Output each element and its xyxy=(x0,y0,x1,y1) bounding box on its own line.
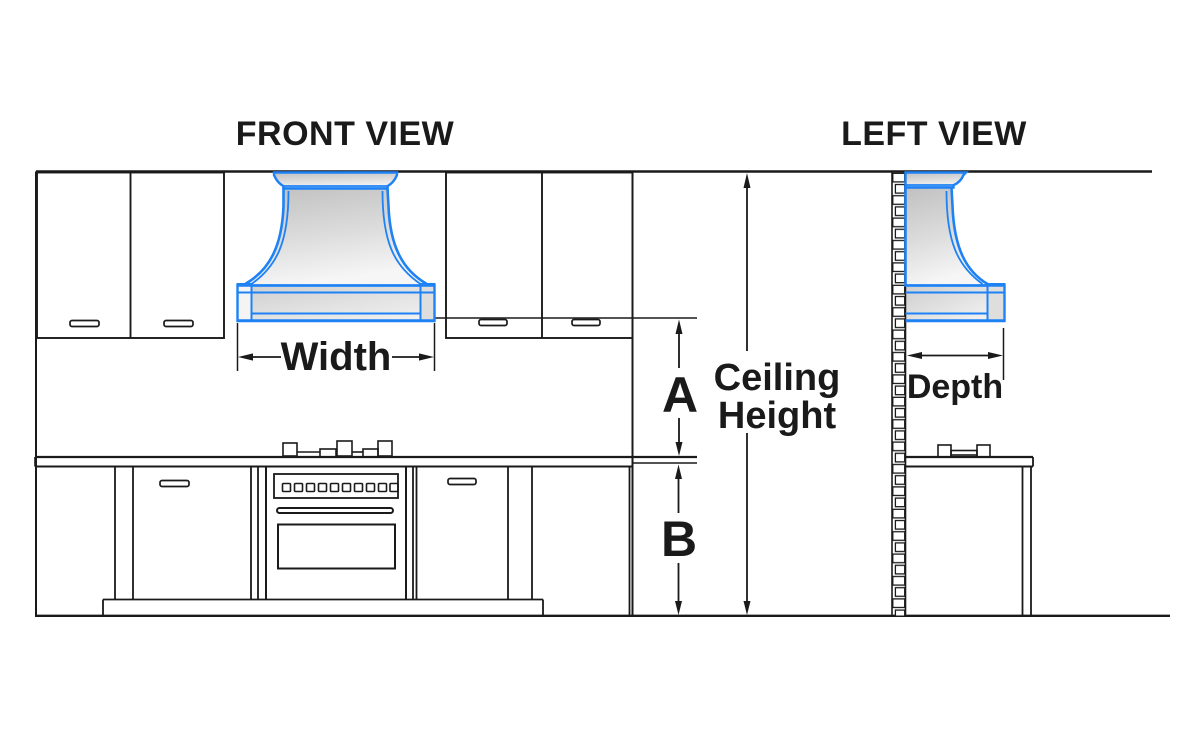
range-knob xyxy=(365,482,376,493)
arrowhead-left xyxy=(907,352,922,359)
depth-label: Depth xyxy=(907,368,1003,406)
wall-hatch xyxy=(892,172,906,616)
hood-left-post-fill xyxy=(237,285,252,322)
cabinet-handle xyxy=(159,479,190,488)
arrowhead-right xyxy=(419,353,434,361)
range-knob xyxy=(389,482,399,493)
oven-handle xyxy=(276,507,394,514)
arrowhead-right xyxy=(988,352,1003,359)
countertop-front xyxy=(34,455,697,468)
hood-neck xyxy=(244,187,428,287)
cabinet-handle xyxy=(478,318,508,327)
base-cabinet-handles xyxy=(159,477,477,488)
base-cabinets-front xyxy=(102,466,631,616)
hood-side-bottom-box xyxy=(905,283,1006,323)
arrowhead-left xyxy=(238,353,253,361)
range-front xyxy=(265,440,407,600)
range-hood-front xyxy=(236,171,436,323)
hood-bottom-box xyxy=(236,283,436,323)
burner-grate xyxy=(937,444,952,458)
range-knobs xyxy=(281,482,399,493)
wall-cabinet-right-block xyxy=(445,171,634,339)
range-knob xyxy=(329,482,340,493)
hood-side-front-cap-fill xyxy=(987,285,1005,322)
dimension-width: Width xyxy=(236,323,436,379)
range-knob xyxy=(353,482,364,493)
cooktop-burner-side xyxy=(937,444,991,458)
arrowhead-down xyxy=(675,601,682,615)
wall-cabinets-front xyxy=(36,171,634,339)
arrowhead-up xyxy=(743,173,751,188)
range-knob xyxy=(281,482,292,493)
cabinet-handle xyxy=(571,318,601,327)
arrowhead-down xyxy=(743,601,751,615)
oven-door-window xyxy=(277,523,396,570)
cabinet-handle xyxy=(163,319,194,328)
b-label: B xyxy=(661,511,697,567)
dimension-depth: Depth xyxy=(907,328,1005,406)
range-knob xyxy=(293,482,304,493)
range-knob xyxy=(377,482,388,493)
wall-section-left-view xyxy=(891,172,907,616)
range-knob xyxy=(305,482,316,493)
cabinet-handle xyxy=(447,477,477,486)
left-view-title: LEFT VIEW xyxy=(841,115,1027,153)
arrowhead-down xyxy=(675,442,683,456)
burner-grate xyxy=(976,444,991,458)
ceiling-height-label-line2: Height xyxy=(718,395,837,437)
dimension-a: A xyxy=(662,319,698,456)
burner-grate xyxy=(377,440,393,457)
hood-neck-inner-curve-right xyxy=(381,190,422,285)
cabinet-handle xyxy=(69,319,100,328)
hood-neck-side-inner-curve xyxy=(945,190,984,285)
burner-grate xyxy=(282,442,298,457)
dimension-b: B xyxy=(661,464,697,615)
range-knob xyxy=(317,482,328,493)
dimension-ceiling-height: Ceiling Height xyxy=(714,173,841,615)
burner-grate xyxy=(319,448,337,458)
cooktop-burners xyxy=(282,440,393,458)
range-knob xyxy=(341,482,352,493)
base-cabinet-left-view xyxy=(905,444,1034,616)
wall-cabinet-handles xyxy=(69,318,601,328)
range-control-panel xyxy=(273,473,399,499)
burner-bar xyxy=(950,449,978,456)
burner-grate xyxy=(336,440,353,457)
burner-grate xyxy=(362,448,379,458)
hood-right-post-fill xyxy=(420,285,435,322)
front-view-title: FRONT VIEW xyxy=(236,115,455,153)
range-hood-left xyxy=(904,171,1006,323)
arrowhead-up xyxy=(675,319,683,334)
arrowhead-up xyxy=(675,464,682,479)
hood-neck-inner-curve-left xyxy=(250,190,290,285)
ceiling-height-label-line1: Ceiling xyxy=(714,357,841,399)
hood-crown-side xyxy=(904,171,969,189)
width-label: Width xyxy=(281,335,392,379)
a-label: A xyxy=(662,367,698,423)
